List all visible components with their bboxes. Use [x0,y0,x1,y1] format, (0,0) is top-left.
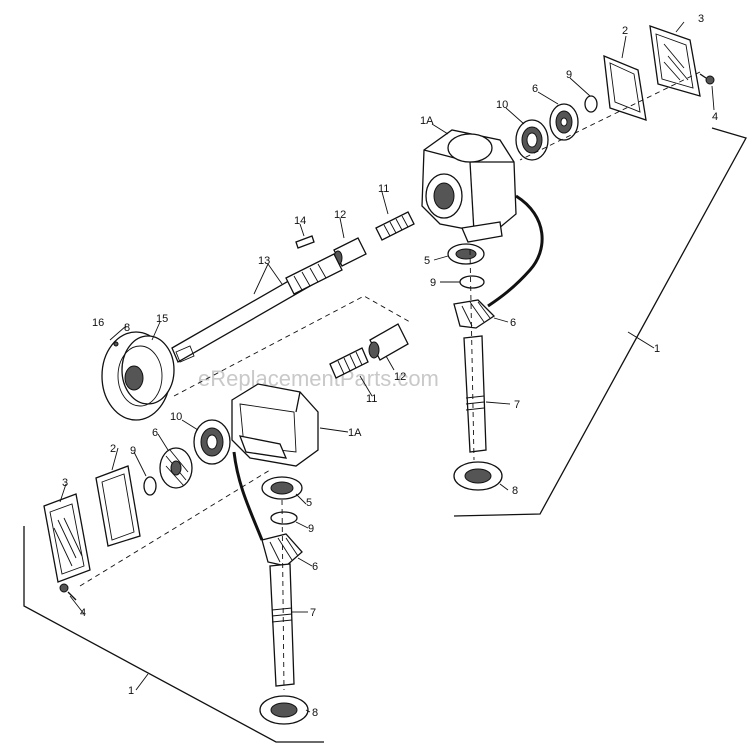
snap-ring-bottom [143,476,157,496]
label-6b-top: 6 [510,317,516,329]
label-12-top: 12 [334,209,346,221]
conduit-top [487,194,544,308]
callout-labels: 3 2 4 9 6 10 1A 11 12 14 13 5 9 6 7 8 1 … [62,13,718,719]
woodruff-key [295,235,315,249]
centerline-bottom-2 [79,469,271,587]
label-11-top: 11 [378,183,389,195]
label-7-bottom: 7 [310,607,316,619]
output-shaft-top [463,335,487,453]
label-10-bottom: 10 [170,411,182,423]
snap-ring-top [584,95,598,113]
label-14: 14 [294,215,306,227]
label-8-bottom: 8 [312,707,318,719]
label-7-top: 7 [514,399,520,411]
snap-ring-bottom-2 [270,511,298,525]
centerline-bottom-vertical [281,499,285,691]
label-1A-top: 1A [420,115,434,127]
label-9-top: 9 [566,69,572,81]
bearing-bottom-8 [259,695,309,725]
gearbox-housing-top [421,129,517,243]
label-1-bottom: 1 [128,685,134,697]
label-5-top: 5 [424,255,430,267]
watermark: eReplacementParts.com [198,366,439,391]
cover-plate-top [649,25,701,97]
leader-lines [59,21,715,713]
output-shaft-bottom [269,563,295,687]
bracket-top [453,127,747,517]
bearing-bottom [193,419,231,465]
label-16: 16 [92,317,104,329]
label-6b-bottom: 6 [312,561,318,573]
spline-collar-top [375,211,415,241]
bolt-bottom [59,583,77,601]
spline-collar-mid [329,347,369,379]
label-6-bottom: 6 [152,427,158,439]
pinion-gear-bottom [261,533,303,567]
pinion-gear-top [453,299,496,329]
bearing-top [515,119,549,161]
label-10-top: 10 [496,99,508,111]
conduit-bottom [232,451,264,541]
label-6-top: 6 [532,83,538,95]
centerline-top [519,71,701,161]
bolt-top [699,73,715,85]
seal-top-5 [447,243,485,265]
label-9b-top: 9 [430,277,436,289]
bevel-gear-top [549,103,579,141]
label-12-mid: 12 [394,371,406,383]
label-3-top: 3 [698,13,704,25]
drive-shaft [171,253,343,363]
seal-bottom-5 [261,476,303,500]
label-11-mid: 11 [366,393,377,405]
spacer-tube-top [333,237,367,267]
label-9b-bottom: 9 [308,523,314,535]
spacer-tube-mid [368,323,409,361]
label-15: 15 [156,313,168,325]
label-3-bottom: 3 [62,477,68,489]
bracket-bottom [23,526,324,743]
gasket-bottom [95,465,141,547]
bearing-top-8 [453,461,503,491]
label-13: 13 [258,255,270,267]
label-8-top: 8 [512,485,518,497]
label-9-bottom: 9 [130,445,136,457]
label-1A-bottom: 1A [348,427,362,439]
gasket-top [603,54,647,121]
label-2-top: 2 [622,25,628,37]
snap-ring-top-2 [459,275,485,289]
label-4-bottom: 4 [80,607,86,619]
label-1-top: 1 [654,343,660,355]
centerline-top-vertical [469,249,475,461]
cover-plate-bottom [43,493,91,583]
label-8-wheel: 8 [124,322,130,334]
pulley-wheel [101,331,175,421]
label-5-bottom: 5 [306,497,312,509]
label-4-top: 4 [712,111,718,123]
gearbox-housing-bottom [231,383,319,467]
label-2-bottom: 2 [110,443,116,455]
bevel-gear-bottom [159,447,193,489]
